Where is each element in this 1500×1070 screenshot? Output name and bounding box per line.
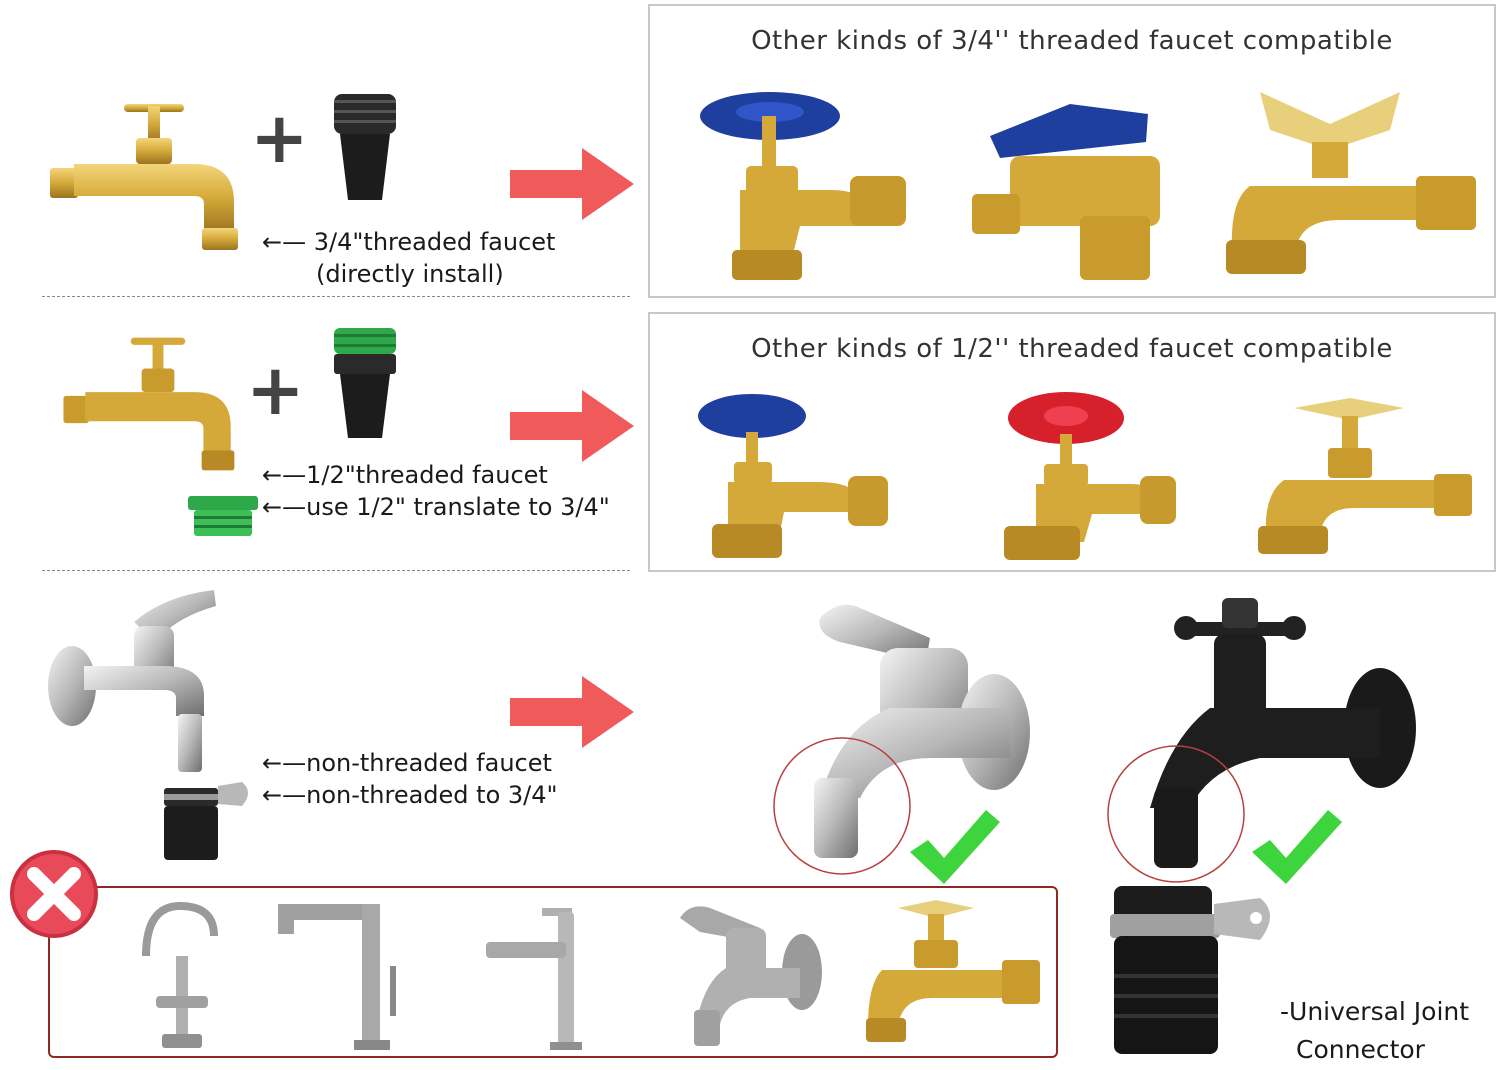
chrome-faucet-icon xyxy=(48,590,216,772)
kitchen-faucet-icon xyxy=(142,901,218,1048)
wall-tap-icon xyxy=(680,906,822,1046)
blue-wheel-faucet-icon xyxy=(700,92,906,280)
connector-caption-line2: Connector xyxy=(1296,1035,1425,1064)
checkmark-icon xyxy=(1252,810,1342,884)
compatible-panel-three-quarter: Other kinds of 3/4'' threaded faucet com… xyxy=(648,4,1496,298)
divider-2 xyxy=(42,570,630,571)
basin-mixer-icon xyxy=(486,908,582,1050)
right-arrow-icon xyxy=(510,390,634,462)
row3-label-line2: ←—non-threaded to 3/4" xyxy=(262,781,558,809)
checkmark-icon xyxy=(910,810,1000,884)
brass-tee-faucet-icon xyxy=(1258,398,1472,554)
compatible-panel-half-inch: Other kinds of 1/2'' threaded faucet com… xyxy=(648,312,1496,572)
connector-caption-line1: -Universal Joint xyxy=(1280,997,1470,1026)
plus-icon: + xyxy=(246,349,305,431)
row2-label-line2: ←—use 1/2" translate to 3/4" xyxy=(262,493,610,521)
brass-faucet-icon xyxy=(50,104,238,250)
blue-wheel-faucet-icon xyxy=(698,394,888,558)
reject-x-icon xyxy=(10,850,98,938)
row1-label-line1: ←— 3/4"threaded faucet xyxy=(262,228,556,256)
right-arrow-icon xyxy=(510,148,634,220)
incompatible-faucets-box xyxy=(48,886,1058,1058)
hose-adapter-icon xyxy=(334,94,396,200)
red-wheel-faucet-icon xyxy=(1004,392,1176,560)
row3-label-line1: ←—non-threaded faucet xyxy=(262,749,552,777)
blue-lever-faucet-icon xyxy=(972,104,1160,280)
panel-title: Other kinds of 3/4'' threaded faucet com… xyxy=(751,26,1393,56)
row1-label-line2: (directly install) xyxy=(316,260,504,288)
brass-wing-faucet-icon xyxy=(1226,92,1476,274)
plus-icon: + xyxy=(250,97,309,179)
universal-connector-icon xyxy=(1110,886,1270,1054)
row2-label-line1: ←—1/2"threaded faucet xyxy=(262,461,548,489)
brass-tap-icon xyxy=(866,900,1040,1042)
right-arrow-icon xyxy=(510,676,634,748)
black-faucet-icon xyxy=(1107,598,1416,883)
stainless-faucet-icon xyxy=(773,604,1030,875)
brass-faucet-icon xyxy=(63,337,235,471)
hose-adapter-green-icon xyxy=(334,328,396,438)
pull-down-faucet-icon xyxy=(278,904,396,1050)
non-threaded-adapter-icon xyxy=(164,782,248,860)
divider-1 xyxy=(42,296,630,297)
green-adapter-ring-icon xyxy=(188,496,258,536)
panel-title: Other kinds of 1/2'' threaded faucet com… xyxy=(751,334,1393,364)
